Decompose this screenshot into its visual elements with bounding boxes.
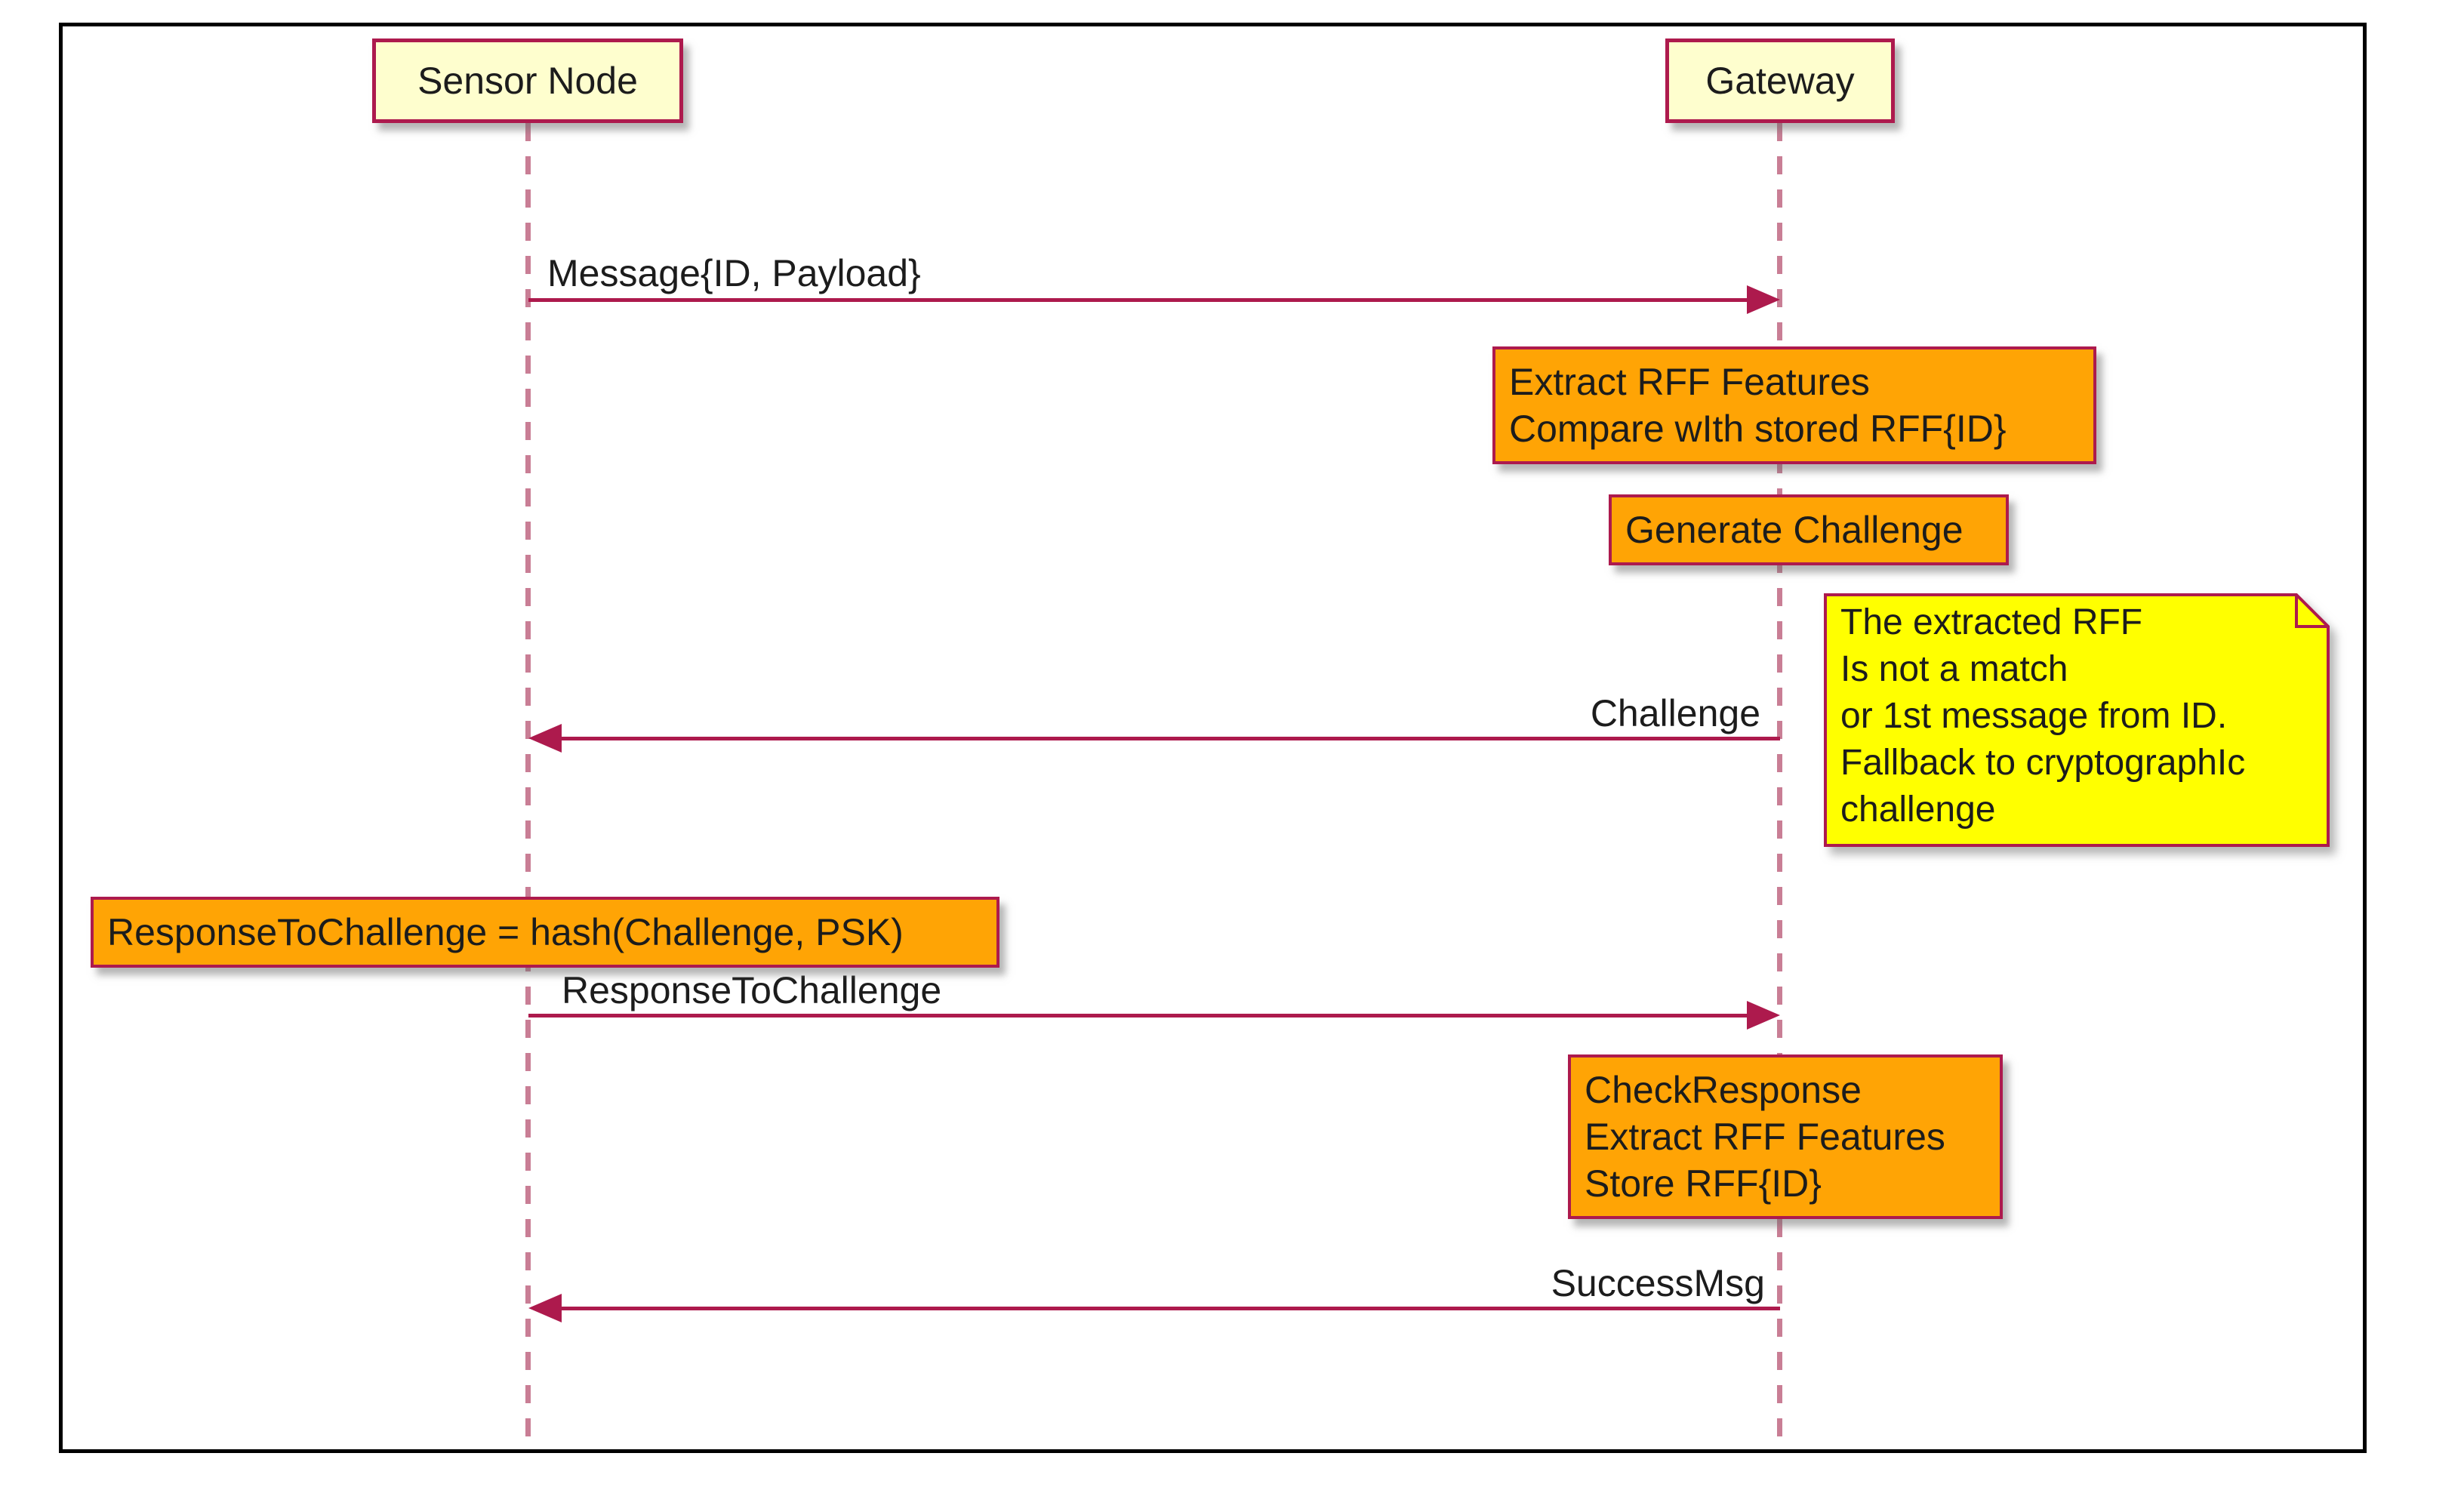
- message-arrow-line: [528, 298, 1747, 302]
- participant-gateway: Gateway: [1665, 38, 1895, 123]
- message-arrow-line: [562, 1307, 1780, 1310]
- action-line: ResponseToChallenge = hash(Challenge, PS…: [107, 911, 904, 953]
- action-line: CheckResponse: [1585, 1069, 1862, 1111]
- participant-gateway-label: Gateway: [1705, 60, 1855, 102]
- action-box-response-hash: ResponseToChallenge = hash(Challenge, PS…: [91, 897, 999, 968]
- action-box-extract-compare: Extract RFF Features Compare wIth stored…: [1492, 346, 2096, 464]
- lifeline-gateway: [1777, 123, 1782, 1440]
- note-line: or 1st message from ID.: [1840, 696, 2228, 736]
- action-line: Store RFF{ID}: [1585, 1162, 1822, 1205]
- participant-sensor-node: Sensor Node: [372, 38, 683, 123]
- note-line: Is not a match: [1840, 649, 2068, 689]
- note-fallback-challenge: The extracted RFF Is not a match or 1st …: [1824, 593, 2330, 847]
- lifeline-sensor-node: [525, 123, 531, 1440]
- message-label-message-id-payload: Message{ID, Payload}: [547, 252, 921, 294]
- message-arrow-line: [562, 737, 1780, 740]
- action-line: Compare wIth stored RFF{ID}: [1509, 408, 2007, 450]
- arrowhead-right-icon: [1747, 285, 1780, 314]
- action-box-generate-challenge: Generate Challenge: [1609, 494, 2009, 565]
- action-line: Generate Challenge: [1625, 509, 1964, 551]
- note-line: Fallback to cryptographIc: [1840, 743, 2246, 783]
- note-body: [1824, 593, 2330, 847]
- message-label-response-to-challenge: ResponseToChallenge: [562, 969, 942, 1011]
- message-label-success-msg: SuccessMsg: [1551, 1262, 1765, 1304]
- action-line: Extract RFF Features: [1585, 1116, 1945, 1158]
- note-shape: [1824, 593, 2330, 847]
- note-line: The extracted RFF: [1840, 602, 2143, 642]
- message-arrow-line: [528, 1014, 1747, 1018]
- message-label-challenge: Challenge: [1590, 692, 1760, 734]
- arrowhead-left-icon: [528, 724, 562, 753]
- arrowhead-right-icon: [1747, 1001, 1780, 1030]
- participant-sensor-node-label: Sensor Node: [417, 60, 638, 102]
- note-fold-icon: [2295, 595, 2328, 628]
- diagram-frame: [59, 23, 2367, 1453]
- note-line: challenge: [1840, 790, 1996, 830]
- note-text: The extracted RFF Is not a match or 1st …: [1840, 599, 2245, 833]
- action-line: Extract RFF Features: [1509, 361, 1870, 403]
- action-box-check-store: CheckResponse Extract RFF Features Store…: [1568, 1054, 2003, 1219]
- arrowhead-left-icon: [528, 1294, 562, 1322]
